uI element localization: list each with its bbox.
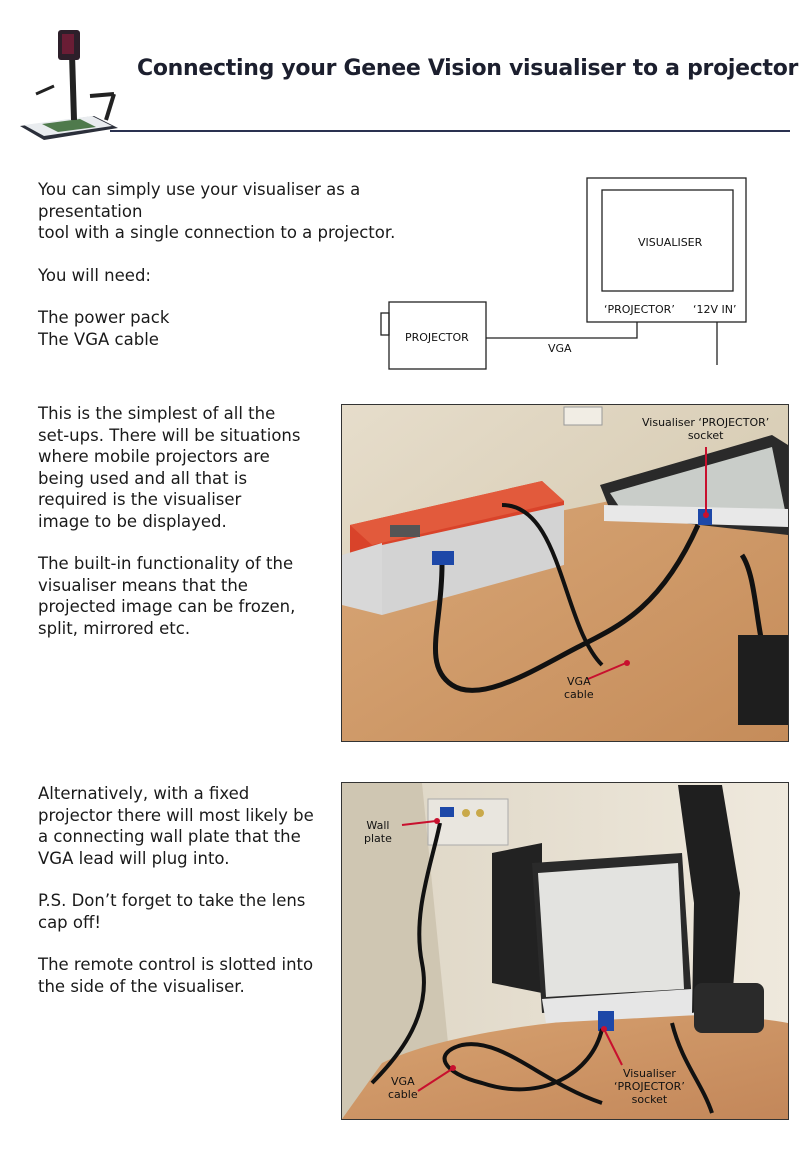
text-line: VGA lead will plug into. [38,848,230,868]
callout-line: socket [631,1093,668,1106]
projector-setup-photo: Visualiser ‘PROJECTOR’ socket VGA cable [341,404,789,742]
callout-line: plate [364,832,392,845]
callout-line: VGA [391,1075,415,1088]
text-line: required is the visualiser [38,490,242,509]
text-line: cap off! [38,912,101,932]
section1-text: This is the simplest of all the set-ups.… [38,403,328,660]
projector-label: PROJECTOR [405,331,469,344]
photo-illustration [342,405,788,741]
photo-illustration [342,783,788,1119]
text-line: where mobile projectors are [38,447,270,466]
text-line: set-ups. There will be situations [38,425,301,445]
callout-line: Visualiser ‘PROJECTOR’ [642,416,770,429]
vga-cable-callout: VGA cable [564,675,594,701]
text-line: This is the simplest of all the [38,404,276,423]
text-line: The built-in functionality of the [38,554,294,573]
power-port-label: ‘12V IN’ [693,303,737,316]
wall-plate-setup-photo: Wall plate VGA cable Visualiser ‘PROJECT… [341,782,789,1120]
header-divider [110,130,790,132]
text-line: Alternatively, with a fixed [38,784,250,803]
text-line: a connecting wall plate that the [38,827,301,846]
visualiser-logo-illustration [20,30,118,140]
visualiser-label: VISUALISER [638,236,703,249]
callout-line: socket [687,429,724,442]
diagram-lines [380,177,747,370]
callout-line: Visualiser [622,1067,676,1080]
text-line: The remote control is slotted into [38,955,314,974]
callout-line: ‘PROJECTOR’ [614,1080,685,1093]
need-item: The power pack [38,308,170,327]
callout-line: cable [564,688,594,701]
text-line: the side of the visualiser. [38,976,245,996]
page-title: Connecting your Genee Vision visualiser … [137,56,799,81]
socket-callout: Visualiser ‘PROJECTOR’ socket [614,1067,685,1106]
intro-line: tool with a single connection to a proje… [38,223,396,242]
text-line: visualiser means that the [38,575,248,595]
need-item: The VGA cable [38,329,159,349]
callout-line: Wall [366,819,390,832]
vga-cable-label: VGA [548,342,572,355]
need-heading: You will need: [38,265,151,285]
text-line: being used and all that is [38,468,248,488]
socket-callout: Visualiser ‘PROJECTOR’ socket [642,416,769,442]
intro-line: You can simply use your visualiser as a … [38,180,361,221]
callout-line: cable [388,1088,418,1101]
text-line: projected image can be frozen, [38,597,296,616]
text-line: projector there will most likely be [38,805,314,825]
wall-plate-callout: Wall plate [364,819,392,845]
text-line: split, mirrored etc. [38,618,191,638]
vga-cable-callout: VGA cable [388,1075,418,1101]
section2-text: Alternatively, with a fixed projector th… [38,783,333,1018]
callout-line: VGA [567,675,591,688]
text-line: P.S. Don’t forget to take the lens [38,891,306,910]
projector-port-label: ‘PROJECTOR’ [604,303,675,316]
intro-text: You can simply use your visualiser as a … [38,179,458,371]
connection-diagram: VISUALISER ‘PROJECTOR’ ‘12V IN’ PROJECTO… [378,175,758,375]
text-line: image to be displayed. [38,511,227,531]
